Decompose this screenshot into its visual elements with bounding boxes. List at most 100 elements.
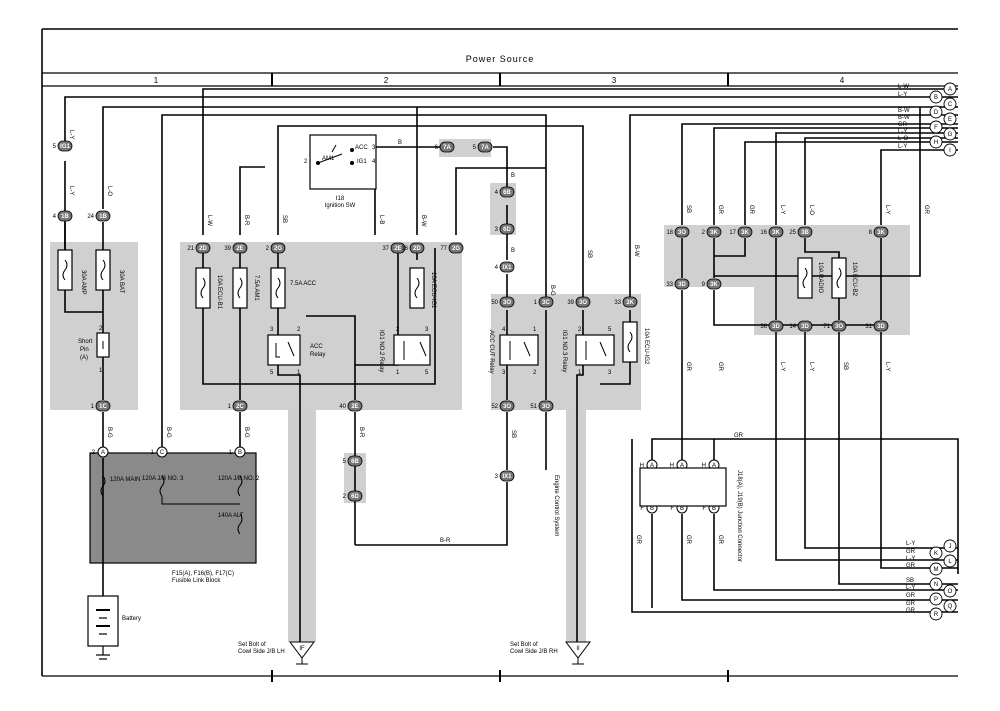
edge-connector-H	[929, 135, 943, 149]
svg-text:3: 3	[270, 327, 274, 333]
svg-text:2: 2	[578, 327, 582, 333]
svg-text:120A J/B NO. 3: 120A J/B NO. 3	[142, 476, 184, 482]
connector-pin-number: 51	[530, 404, 537, 410]
svg-text:O: O	[948, 589, 953, 595]
svg-text:F15(A), F16(B), F17(C): F15(A), F16(B), F17(C)	[172, 571, 234, 577]
wire-label-gr-5: GR	[717, 362, 723, 372]
connector-pin-number: 36	[760, 324, 767, 330]
wire-label-br-1: B-R	[243, 215, 249, 226]
wires	[64, 88, 959, 642]
svg-text:IG1: IG1	[357, 159, 367, 165]
svg-text:5: 5	[270, 370, 274, 376]
junction-pin-number: H	[670, 463, 674, 469]
svg-text:L-Y: L-Y	[906, 556, 915, 562]
svg-text:10A ECU-IG2: 10A ECU-IG2	[643, 328, 649, 365]
svg-text:K: K	[934, 551, 938, 557]
svg-text:5: 5	[608, 327, 612, 333]
junction-pin-number: F	[640, 506, 644, 512]
connector-pin-code: 2E	[394, 246, 401, 252]
svg-text:10A RADIO: 10A RADIO	[817, 262, 823, 293]
connector-pin-code: 2C	[236, 404, 244, 410]
connector-pin-number: 14	[789, 324, 796, 330]
wire-label-gr-8: GR	[685, 535, 691, 545]
svg-text:Set Bolt of: Set Bolt of	[510, 642, 538, 648]
edge-connector-I	[943, 143, 957, 157]
fuse-links	[62, 259, 842, 535]
connector-pin-number: 3	[495, 227, 499, 233]
edge-connector-K	[929, 546, 943, 560]
svg-text:I: I	[949, 148, 951, 154]
svg-text:L-Y: L-Y	[898, 92, 907, 98]
junction-pin-number: F	[670, 506, 674, 512]
svg-text:GR: GR	[906, 593, 916, 599]
svg-text:ACC: ACC	[355, 145, 368, 151]
connector-pin-code: 3O	[503, 300, 511, 306]
fusible-pin-number: 1	[151, 450, 155, 456]
wire-color-labels: L-Y L-Y L-O B-G B-G B-G L-W B-R SB L-B B…	[68, 130, 929, 545]
connector-pin-p6b_5: 6B5	[343, 455, 363, 467]
component-labels: Short Pin (A) 2 1 F15(A), F16(B), F17(C)…	[78, 326, 742, 655]
svg-text:1: 1	[99, 368, 103, 374]
wire-label-sb-1: SB	[281, 215, 287, 223]
acc-cut-relay	[499, 334, 539, 366]
svg-text:Relay: Relay	[310, 352, 325, 358]
svg-text:Fusible Link Block: Fusible Link Block	[172, 578, 221, 584]
connector-pin-p2c: 2C1	[228, 400, 248, 412]
junction-connector	[639, 467, 727, 507]
svg-text:2: 2	[99, 326, 103, 332]
connector-pin-code: 6D	[351, 494, 359, 500]
svg-text:C: C	[948, 102, 953, 108]
svg-text:3: 3	[502, 370, 506, 376]
svg-text:GR: GR	[906, 549, 916, 555]
wire-label-ly-1: L-Y	[68, 130, 74, 139]
connector-pin-code: 3D	[877, 324, 885, 330]
connector-pin-code: 3K	[877, 230, 885, 236]
connector-pin-number: 3	[495, 474, 499, 480]
svg-text:L-Y: L-Y	[898, 129, 907, 135]
svg-text:L-Y: L-Y	[906, 585, 915, 591]
junction-pin-number: F	[702, 506, 706, 512]
edge-connector-M	[929, 562, 943, 576]
connector-pin-code: 7A	[481, 145, 489, 151]
wire-label-lb: L-B	[378, 215, 384, 224]
svg-text:GR: GR	[906, 601, 916, 607]
connector-pin-number: 5	[343, 459, 347, 465]
svg-text:B-W: B-W	[898, 108, 910, 114]
svg-text:IG1 NO.3 Relay: IG1 NO.3 Relay	[561, 330, 567, 372]
wire-label-bg-3: B-G	[243, 427, 249, 438]
svg-text:(A): (A)	[80, 355, 88, 361]
connector-pin-code: 2D	[199, 246, 207, 252]
wire-label-bw-1: B-W	[420, 215, 426, 227]
connector-pin-number: 37	[382, 246, 389, 252]
svg-text:J18(A), J19(B) Junction Connec: J18(A), J19(B) Junction Connector	[736, 470, 742, 562]
connector-pin-number: 4	[495, 265, 499, 271]
svg-text:GR: GR	[906, 608, 916, 614]
svg-text:P: P	[934, 597, 938, 603]
junction-pin-label: B	[650, 506, 654, 512]
wire-label-bw-2: B-W	[633, 245, 639, 257]
edge-connector-N	[929, 577, 943, 591]
svg-text:Set Bolt of: Set Bolt of	[238, 642, 266, 648]
connector-pin-number: 2	[266, 246, 270, 252]
connector-pin-code: 2G	[274, 246, 282, 252]
connector-pin-code: 3K	[710, 282, 718, 288]
connector-pin-p1b_4: 1B4	[53, 210, 73, 222]
connector-pin-code: 2E	[236, 246, 243, 252]
junction-pin-number: H	[702, 463, 706, 469]
connector-pin-number: 2	[343, 494, 347, 500]
relays: ACC Relay IG1 NO.2 Relay ACC CUT Relay I…	[267, 327, 615, 376]
column-label-2: 2	[384, 76, 389, 85]
wire-label-b-1: B	[398, 140, 402, 146]
connector-pin-code: 3B	[801, 230, 809, 236]
connector-pin-p1c: 1C1	[91, 400, 111, 412]
acc-relay	[267, 334, 301, 366]
edge-connector-G	[943, 127, 957, 141]
